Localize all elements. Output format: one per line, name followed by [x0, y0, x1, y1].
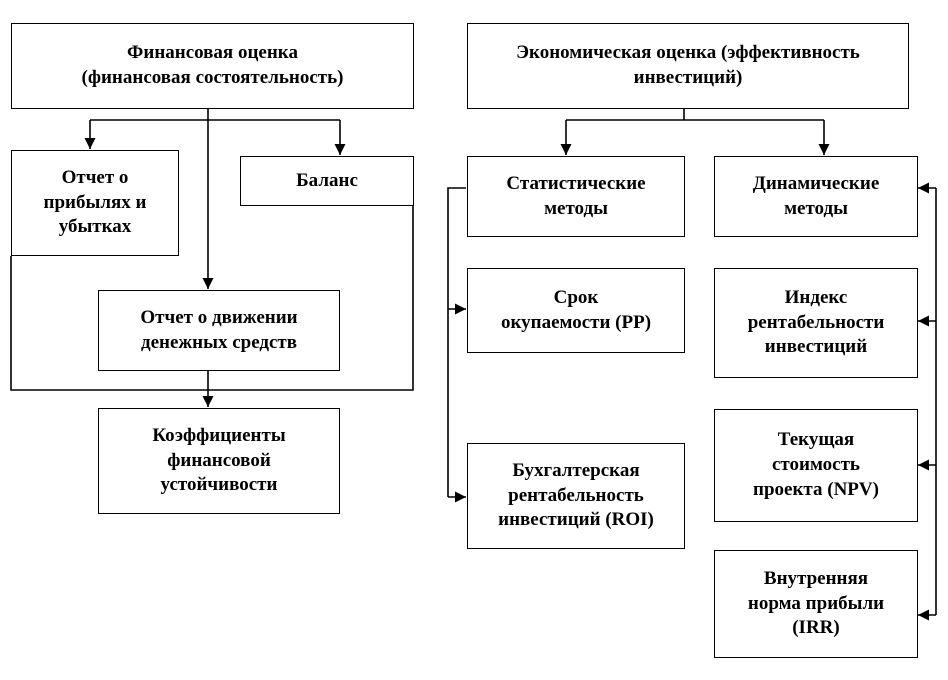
box-dynamic-methods-label: Динамические методы	[752, 172, 880, 219]
connector-econ-branch	[566, 109, 824, 121]
box-payback-period: Срок окупаемости (PP)	[467, 268, 685, 353]
box-financial-stability-ratios-label: Коэффициенты финансовой устойчивости	[152, 424, 286, 496]
box-financial-assessment-label: Финансовая оценка (финансовая состоятель…	[81, 42, 344, 88]
box-profit-loss-report-label: Отчет о прибылях и убытках	[43, 166, 147, 238]
box-accounting-roi-label: Бухгалтерская рентабельность инвестиций …	[498, 459, 654, 531]
box-economic-assessment-label: Экономическая оценка (эффективность инве…	[516, 42, 860, 88]
box-balance-label: Баланс	[296, 169, 358, 191]
box-npv: Текущая стоимость проекта (NPV)	[714, 409, 918, 522]
box-irr-label: Внутренняя норма прибыли (IRR)	[747, 567, 885, 639]
box-npv-label: Текущая стоимость проекта (NPV)	[753, 429, 879, 500]
box-payback-period-label: Срок окупаемости (PP)	[500, 286, 652, 333]
box-profitability-index-label: Индекс рентабельности инвестиций	[747, 286, 885, 358]
box-accounting-roi: Бухгалтерская рентабельность инвестиций …	[467, 443, 685, 549]
outer-frame-line	[10, 206, 414, 391]
box-economic-assessment: Экономическая оценка (эффективность инве…	[467, 23, 909, 109]
box-static-methods-label: Статистические методы	[506, 172, 646, 219]
box-financial-stability-ratios: Коэффициенты финансовой устойчивости	[98, 408, 340, 514]
box-balance: Баланс	[240, 156, 414, 206]
box-financial-assessment: Финансовая оценка (финансовая состоятель…	[11, 23, 414, 109]
box-profit-loss-report: Отчет о прибылях и убытках	[11, 150, 179, 256]
box-irr: Внутренняя норма прибыли (IRR)	[714, 550, 918, 658]
box-cash-flow-report-label: Отчет о движении денежных средств	[140, 306, 298, 353]
box-cash-flow-report: Отчет о движении денежных средств	[98, 290, 340, 371]
box-dynamic-methods: Динамические методы	[714, 156, 918, 237]
box-static-methods: Статистические методы	[467, 156, 685, 237]
static-bracket-line	[447, 187, 466, 497]
box-profitability-index: Индекс рентабельности инвестиций	[714, 268, 918, 378]
